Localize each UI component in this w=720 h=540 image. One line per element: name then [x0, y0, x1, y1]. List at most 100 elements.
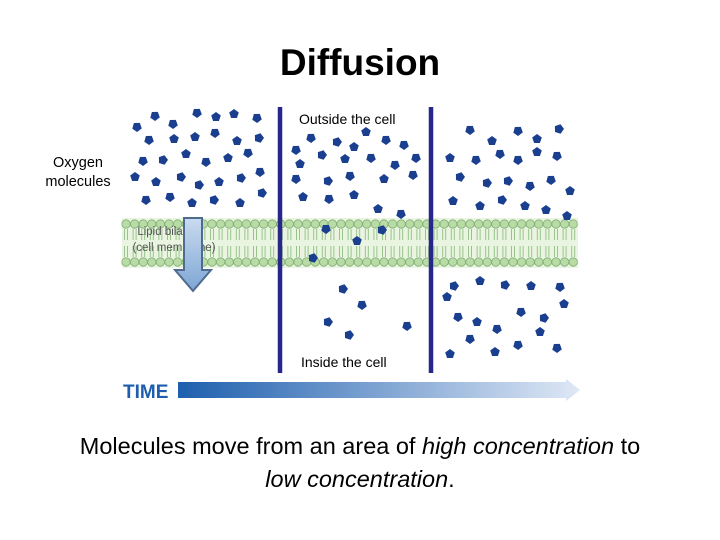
lipid-tail	[313, 229, 318, 240]
oxygen-molecule	[492, 324, 502, 334]
lipid-tail	[296, 229, 300, 240]
lipid-head	[439, 219, 449, 229]
lipid-head	[241, 257, 251, 267]
oxygen-molecule	[361, 127, 371, 136]
lipid-tail	[270, 229, 275, 240]
lipid-tail	[330, 246, 335, 257]
lipid-head	[387, 219, 398, 229]
oxygen-molecule	[332, 137, 342, 147]
oxygen-molecule	[349, 190, 359, 199]
lipid-tail	[528, 229, 533, 240]
lipid-head	[405, 257, 415, 267]
lipid-tail	[554, 246, 558, 257]
lipid-tail	[287, 246, 292, 257]
lipid-head	[224, 257, 234, 267]
lipid-head	[224, 219, 234, 229]
lipid-tail	[416, 246, 421, 257]
oxygen-molecule	[194, 180, 204, 190]
lipid-tail	[330, 229, 335, 240]
lipid-tail	[296, 246, 300, 257]
lipid-tail	[235, 246, 240, 257]
lipid-tail	[149, 246, 154, 257]
lipid-head	[164, 257, 174, 267]
lipid-tail	[149, 229, 154, 240]
lipid-tail	[493, 246, 498, 257]
oxygen-molecule	[190, 132, 200, 141]
oxygen-molecule	[158, 155, 168, 165]
oxygen-molecule	[168, 119, 178, 129]
lipid-head	[173, 257, 183, 267]
lipid-head	[542, 257, 553, 267]
lipid-head	[551, 219, 561, 229]
lipid-tail	[270, 246, 275, 257]
lipid-tail	[244, 229, 249, 240]
lipid-tail	[545, 246, 550, 257]
lipid-tail	[141, 246, 146, 257]
oxygen-molecule	[169, 134, 179, 143]
oxygen-molecule	[495, 149, 505, 159]
lipid-head	[387, 257, 398, 267]
oxygen-molecule	[138, 156, 148, 166]
lipid-tail	[468, 246, 472, 257]
oxygen-molecule	[181, 149, 191, 158]
lipid-tail	[210, 246, 214, 257]
oxygen-molecule	[229, 109, 239, 118]
oxygen-molecule	[223, 153, 233, 162]
oxygen-molecule	[338, 284, 348, 294]
lipid-head	[216, 257, 226, 267]
lipid-tail	[347, 246, 352, 257]
lipid-tail	[485, 246, 490, 257]
oxygen-molecule	[482, 178, 492, 188]
lipid-head	[379, 257, 389, 267]
lipid-tail	[407, 246, 412, 257]
oxygen-molecule	[390, 160, 400, 170]
oxygen-molecule	[472, 317, 482, 326]
oxygen-molecule	[513, 155, 523, 165]
oxygen-molecule	[465, 125, 475, 135]
oxygen-molecule	[520, 201, 530, 210]
lipid-head	[499, 219, 509, 229]
oxygen-molecule	[298, 192, 308, 201]
oxygen-molecule	[442, 292, 452, 301]
lipid-tail	[244, 246, 249, 257]
lipid-head	[233, 257, 243, 267]
lipid-head	[147, 257, 157, 267]
oxygen-molecule	[525, 181, 535, 191]
lipid-tail	[227, 229, 232, 240]
lipid-tail	[175, 229, 180, 240]
oxygen-molecule	[211, 112, 221, 121]
lipid-head	[396, 219, 406, 229]
oxygen-molecule	[291, 174, 301, 184]
lipid-tail	[364, 229, 369, 240]
oxygen-molecule	[402, 321, 412, 331]
caption-part-5: .	[448, 466, 455, 492]
diagram-title: Diffusion	[279, 42, 441, 83]
oxygen-molecule	[340, 154, 350, 163]
oxygen-molecule	[448, 196, 458, 205]
lipid-head	[473, 257, 484, 267]
lipid-tail	[390, 229, 395, 240]
lipid-tail	[356, 246, 361, 257]
caption: Molecules move from an area of high conc…	[60, 430, 660, 496]
lipid-tail	[167, 229, 171, 240]
oxygen-molecule	[532, 134, 542, 143]
oxygen-molecule	[236, 173, 246, 183]
lipid-head	[353, 219, 363, 229]
lipid-tail	[347, 229, 352, 240]
oxygen-label-line1: Oxygen	[53, 155, 103, 171]
oxygen-molecule	[255, 167, 265, 177]
oxygen-molecule	[317, 150, 327, 160]
lipid-tail	[132, 229, 137, 240]
lipid-tail	[124, 229, 128, 240]
lipid-tail	[339, 229, 343, 240]
lipid-head	[568, 219, 578, 229]
lipid-head	[405, 219, 415, 229]
oxygen-molecule	[555, 282, 565, 292]
membrane-label-line2: (cell membrane)	[132, 242, 215, 254]
lipid-head	[250, 219, 260, 229]
oxygen-molecule	[471, 155, 481, 165]
lipid-tail	[425, 246, 429, 257]
oxygen-molecule	[373, 204, 383, 213]
lipid-tail	[459, 246, 464, 257]
lipid-tail	[235, 229, 240, 240]
